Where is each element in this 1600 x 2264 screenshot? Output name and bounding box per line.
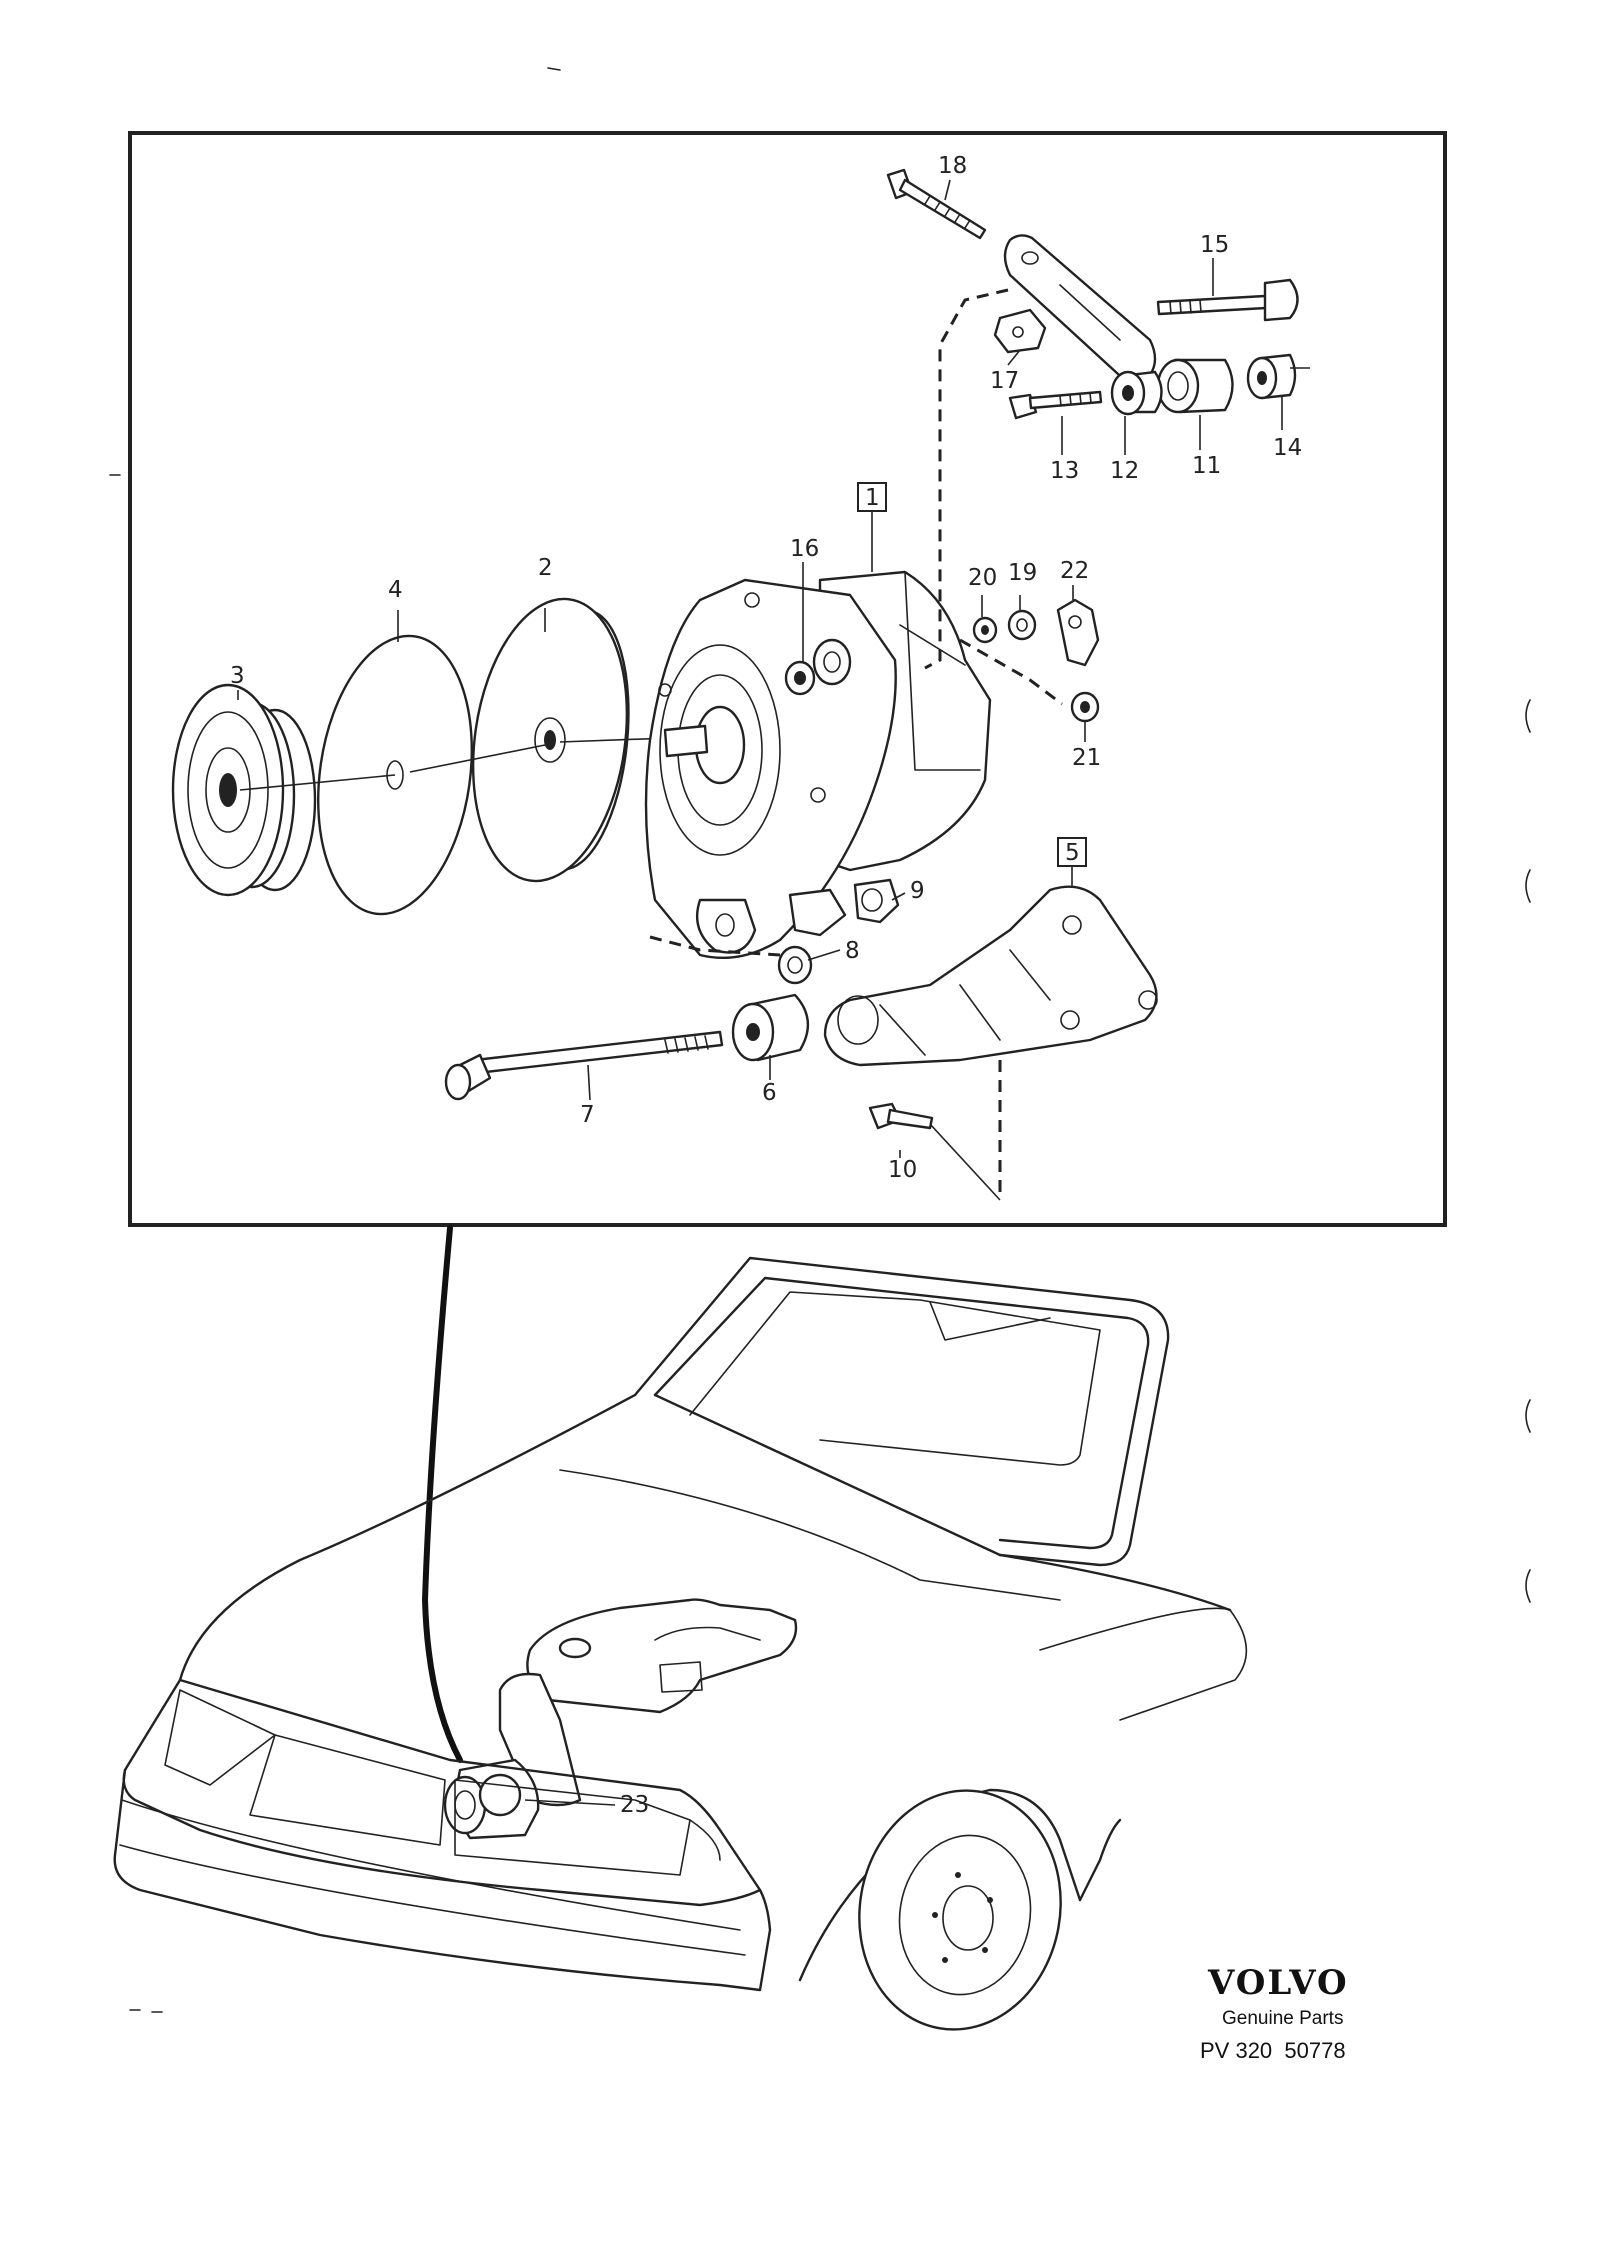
callout-17: 17 xyxy=(990,368,1019,394)
bolt-18 xyxy=(886,168,987,240)
callout-3: 3 xyxy=(230,663,245,689)
callout-18: 18 xyxy=(938,153,967,179)
callout-1: 1 xyxy=(865,485,880,511)
callout-box-5 xyxy=(1057,837,1087,867)
callout-5: 5 xyxy=(1065,840,1080,866)
adjuster-arm xyxy=(1003,234,1157,387)
callout-14: 14 xyxy=(1273,435,1302,461)
callout-23: 23 xyxy=(620,1792,649,1818)
exploded-view-frame xyxy=(128,131,1447,1227)
callout-16: 16 xyxy=(790,536,819,562)
assembly-line-lower xyxy=(649,935,781,957)
nut-9 xyxy=(853,878,900,924)
genuine-parts-label: Genuine Parts xyxy=(1222,2008,1343,2029)
callout-19: 19 xyxy=(1008,560,1037,586)
assembly-line-wire xyxy=(959,638,1063,706)
callout-21: 21 xyxy=(1072,745,1101,771)
bushing-12 xyxy=(1110,370,1163,416)
location-pointer-line xyxy=(421,1225,463,1763)
branding-block: VOLVO Genuine Parts PV 320 50778 xyxy=(1200,1963,1349,2063)
nut-19 xyxy=(1007,609,1037,641)
alternator xyxy=(644,570,992,960)
callout-9: 9 xyxy=(910,878,925,904)
callout-22: 22 xyxy=(1060,558,1089,584)
bolt-15 xyxy=(1156,278,1299,322)
long-bolt xyxy=(444,1030,724,1101)
diagram-number: PV 320 50778 xyxy=(1200,2038,1346,2063)
washer-20 xyxy=(972,616,998,644)
pulley xyxy=(171,683,317,897)
callout-10: 10 xyxy=(888,1157,917,1183)
callout-7: 7 xyxy=(580,1102,595,1128)
leader-lines xyxy=(237,179,1310,1158)
callout-15: 15 xyxy=(1200,232,1229,258)
nut-16 xyxy=(784,660,816,696)
callout-13: 13 xyxy=(1050,458,1079,484)
assembly-line-upper xyxy=(924,288,1009,670)
spacer-14 xyxy=(1246,353,1297,400)
callout-2: 2 xyxy=(538,555,553,581)
nut-17 xyxy=(993,308,1047,354)
bushing-11 xyxy=(1156,358,1234,414)
nut-21 xyxy=(1070,691,1100,723)
callout-8: 8 xyxy=(845,938,860,964)
bolt-13 xyxy=(1008,390,1103,420)
screw-10 xyxy=(868,1102,934,1130)
scan-marks xyxy=(109,67,1531,2013)
bushing xyxy=(731,993,810,1062)
volvo-logo: VOLVO xyxy=(1207,1963,1349,2003)
mounting-bracket xyxy=(823,885,1158,1067)
callout-20: 20 xyxy=(968,565,997,591)
callout-6: 6 xyxy=(762,1080,777,1106)
car-outline xyxy=(113,1256,1248,2031)
bushing-8 xyxy=(777,945,813,985)
callout-12: 12 xyxy=(1110,458,1139,484)
callout-11: 11 xyxy=(1192,453,1221,479)
callout-4: 4 xyxy=(388,577,403,603)
cable-terminal-22 xyxy=(1056,598,1100,667)
fan xyxy=(471,597,630,883)
